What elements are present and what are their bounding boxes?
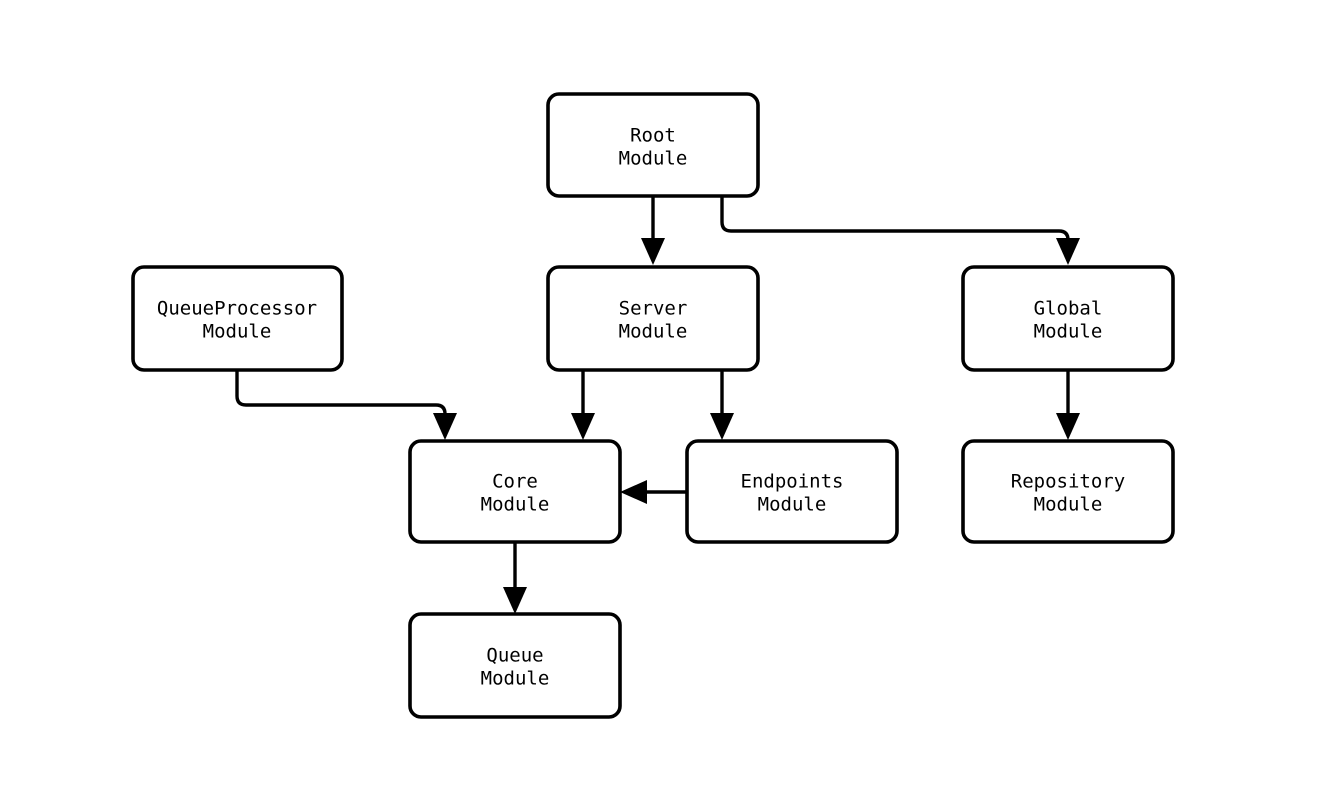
node-repository-module[interactable]: Repository Module [961, 439, 1175, 544]
node-queue-module[interactable]: Queue Module [408, 612, 622, 719]
node-core-module[interactable]: Core Module [408, 439, 622, 544]
node-global-module-label-line1: Global [1034, 298, 1103, 320]
edge-queueprocessor-core [235, 370, 457, 440]
node-server-module-label-line1: Server [619, 298, 688, 320]
edge-core-queue [503, 542, 527, 614]
node-root-module-label-line1: Root [630, 125, 676, 147]
node-queue-module-box[interactable] [408, 612, 622, 719]
node-core-module-label-line1: Core [492, 471, 538, 493]
edge-server-endpoints-arrowhead [710, 413, 734, 440]
node-global-module-box[interactable] [961, 265, 1175, 372]
node-endpoints-module-label-line2: Module [758, 494, 827, 516]
edge-queueprocessor-core-arrowhead [433, 413, 457, 440]
node-global-module-label-line2: Module [1034, 321, 1103, 343]
node-repository-module-label-line2: Module [1034, 494, 1103, 516]
node-queueprocessor-module-box[interactable] [131, 265, 344, 372]
node-queueprocessor-module[interactable]: QueueProcessor Module [131, 265, 344, 372]
node-root-module[interactable]: Root Module [546, 92, 760, 198]
node-layer: Root Module QueueProcessor Module Server… [131, 92, 1175, 719]
edge-global-repository-arrowhead [1056, 413, 1080, 440]
edge-endpoints-core [620, 480, 687, 504]
node-server-module-box[interactable] [546, 265, 760, 372]
edge-global-repository [1056, 370, 1080, 440]
edge-endpoints-core-arrowhead [620, 480, 647, 504]
node-core-module-box[interactable] [408, 439, 622, 544]
edge-queueprocessor-core-line [235, 370, 447, 423]
node-global-module[interactable]: Global Module [961, 265, 1175, 372]
edge-layer [235, 196, 1080, 614]
node-repository-module-box[interactable] [961, 439, 1175, 544]
edge-server-core [571, 370, 595, 440]
node-core-module-label-line2: Module [481, 494, 550, 516]
edge-root-global-line [720, 196, 1070, 249]
node-root-module-box[interactable] [546, 92, 760, 198]
node-server-module[interactable]: Server Module [546, 265, 760, 372]
edge-root-global-arrowhead [1056, 238, 1080, 265]
node-queueprocessor-module-label-line2: Module [203, 321, 272, 343]
node-repository-module-label-line1: Repository [1011, 471, 1125, 493]
edge-root-global [720, 196, 1080, 265]
edge-root-server-arrowhead [641, 238, 665, 265]
node-endpoints-module-label-line1: Endpoints [741, 471, 844, 493]
node-server-module-label-line2: Module [619, 321, 688, 343]
node-queueprocessor-module-label-line1: QueueProcessor [157, 298, 317, 320]
edge-core-queue-arrowhead [503, 587, 527, 614]
edge-server-endpoints [710, 370, 734, 440]
node-endpoints-module[interactable]: Endpoints Module [685, 439, 899, 544]
node-root-module-label-line2: Module [619, 148, 688, 170]
edge-root-server [641, 196, 665, 265]
node-queue-module-label-line2: Module [481, 668, 550, 690]
node-queue-module-label-line1: Queue [486, 645, 543, 667]
node-endpoints-module-box[interactable] [685, 439, 899, 544]
edge-server-core-arrowhead [571, 413, 595, 440]
